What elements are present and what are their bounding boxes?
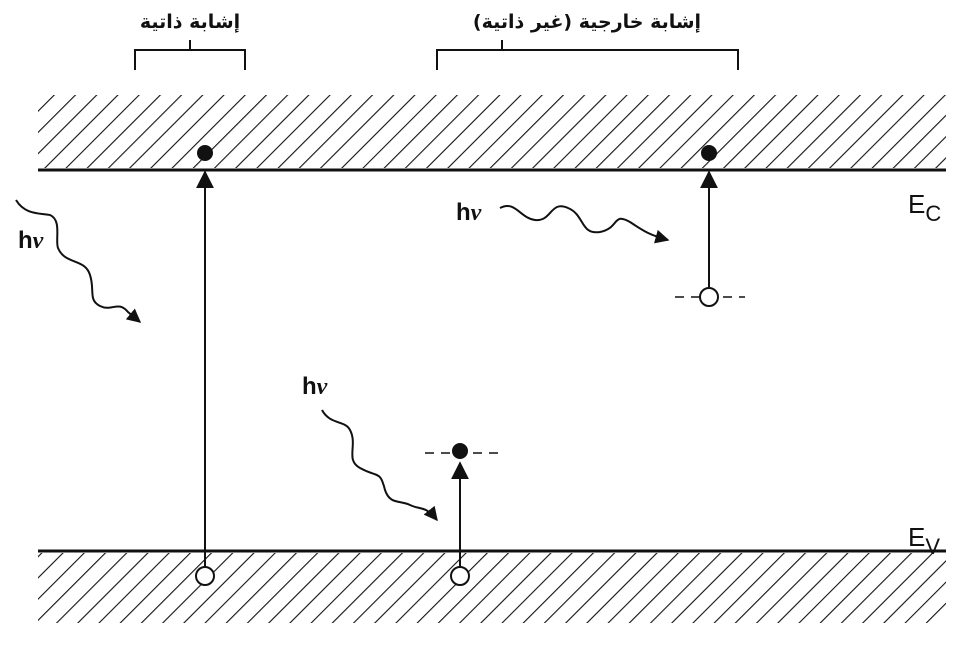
extrinsic-bracket (436, 40, 739, 70)
ev-label: EV (908, 522, 940, 559)
ec-label: EC (908, 189, 941, 226)
electron-dot (197, 145, 213, 161)
photon-label: hν (18, 227, 44, 254)
intrinsic-bracket (134, 40, 246, 70)
hole-circle (699, 287, 719, 307)
conduction-band-hatch (38, 95, 946, 168)
photon-wave-icon (15, 199, 142, 323)
hole-circle (195, 566, 215, 586)
hole-circle (450, 566, 470, 586)
photon-label: hν (456, 199, 482, 226)
electron-dot (701, 145, 717, 161)
extrinsic-label: إشابة خارجية (غير ذاتية) (473, 11, 701, 33)
valence-band-hatch (38, 553, 946, 623)
photon-label: hν (302, 373, 328, 400)
photon-wave-icon (321, 409, 438, 522)
electron-dot (452, 443, 468, 459)
photon-wave-icon (499, 205, 670, 244)
intrinsic-label: إشابة ذاتية (140, 11, 240, 33)
